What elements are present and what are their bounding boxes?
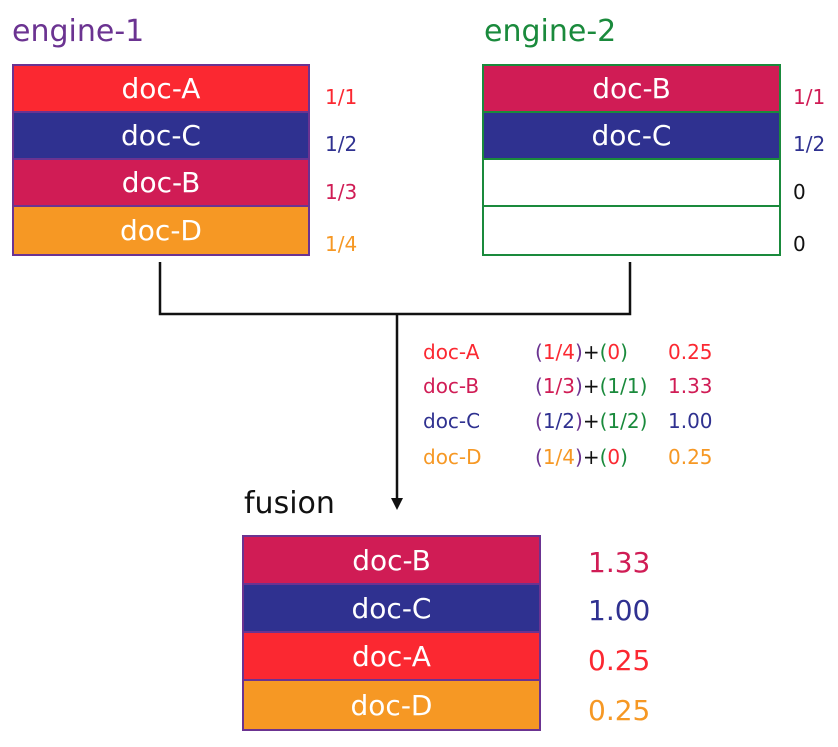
fusion-score: 1.00 [588,594,651,627]
merge-line [158,262,632,498]
fusion-row: doc-C [244,585,539,633]
calc-plus: + [582,374,600,398]
calc-result: 0.25 [668,340,713,364]
calc-expression: (1/4)+(0) [535,445,628,469]
engine-1-row: doc-D [14,207,308,254]
fusion-score: 0.25 [588,694,651,727]
calc-paren-open: ( [535,409,543,433]
engine-1-row: doc-C [14,113,308,160]
calc-paren-close: ) [620,445,628,469]
engine-2-score: 0 [793,180,806,204]
calc-doc: doc-C [423,409,481,433]
calc-term-2: 1/1 [607,374,640,398]
engine-1-score: 1/4 [325,232,358,256]
calc-expression: (1/4)+(0) [535,340,628,364]
engine-2-row-empty [484,207,779,254]
engine-1-row: doc-B [14,160,308,207]
engine-2-score: 1/2 [793,132,826,156]
fusion-row: doc-B [244,537,539,585]
engine-2-title: engine-2 [484,14,617,49]
calc-doc: doc-D [423,445,482,469]
calc-term-2: 0 [607,445,621,469]
fusion-row: doc-D [244,681,539,729]
calc-term-1: 1/2 [542,409,575,433]
doc-label: doc-D [120,214,202,247]
calc-paren-open: ( [535,374,543,398]
calc-expression: (1/3)+(1/1) [535,374,647,398]
engine-1-title: engine-1 [12,14,145,49]
engine-1-list: doc-A doc-C doc-B doc-D [12,64,310,256]
engine-2-row-empty [484,160,779,207]
calc-expression: (1/2)+(1/2) [535,409,647,433]
doc-label: doc-A [121,72,201,105]
doc-label: doc-C [121,119,201,152]
calc-result: 0.25 [668,445,713,469]
calc-paren-close: ) [620,340,628,364]
calc-paren-close: ) [575,409,583,433]
calc-term-1: 1/3 [542,374,575,398]
doc-label: doc-D [350,688,433,722]
calc-plus: + [582,409,600,433]
doc-label: doc-B [352,543,431,577]
calc-result: 1.33 [668,374,713,398]
doc-label: doc-B [592,72,671,105]
fusion-score: 0.25 [588,644,651,677]
engine-2-list: doc-B doc-C [482,64,781,256]
engine-1-score: 1/1 [325,85,358,109]
calc-plus: + [582,445,600,469]
doc-label: doc-C [591,119,672,152]
calc-paren-open: ( [535,340,543,364]
fusion-title: fusion [244,486,335,521]
doc-label: doc-A [352,639,431,673]
engine-2-row: doc-B [484,66,779,113]
fusion-row: doc-A [244,633,539,681]
fusion-score: 1.33 [588,546,651,579]
doc-label: doc-B [121,166,201,199]
engine-1-score: 1/2 [325,132,358,156]
calc-paren-close: ) [639,374,648,398]
calc-result: 1.00 [668,409,713,433]
calc-doc: doc-A [423,340,480,364]
calc-paren-open: ( [599,409,608,433]
calc-plus: + [582,340,600,364]
calc-paren-close: ) [575,374,583,398]
calc-doc: doc-B [423,374,480,398]
calc-term-2: 0 [607,340,621,364]
calc-paren-open: ( [599,340,608,364]
calc-term-1: 1/4 [542,445,575,469]
engine-1-score: 1/3 [325,180,358,204]
doc-label: doc-C [351,591,432,625]
calc-paren-open: ( [535,445,543,469]
calc-paren-close: ) [575,445,583,469]
calc-paren-open: ( [599,374,608,398]
calc-term-1: 1/4 [542,340,575,364]
engine-2-score: 1/1 [793,85,826,109]
fusion-list: doc-B doc-C doc-A doc-D [242,535,541,731]
engine-2-score: 0 [793,232,806,256]
calc-paren-close: ) [639,409,648,433]
calc-paren-close: ) [575,340,583,364]
engine-2-row: doc-C [484,113,779,160]
engine-1-row: doc-A [14,66,308,113]
calc-term-2: 1/2 [607,409,640,433]
arrow-head [391,498,403,510]
calc-paren-open: ( [599,445,608,469]
